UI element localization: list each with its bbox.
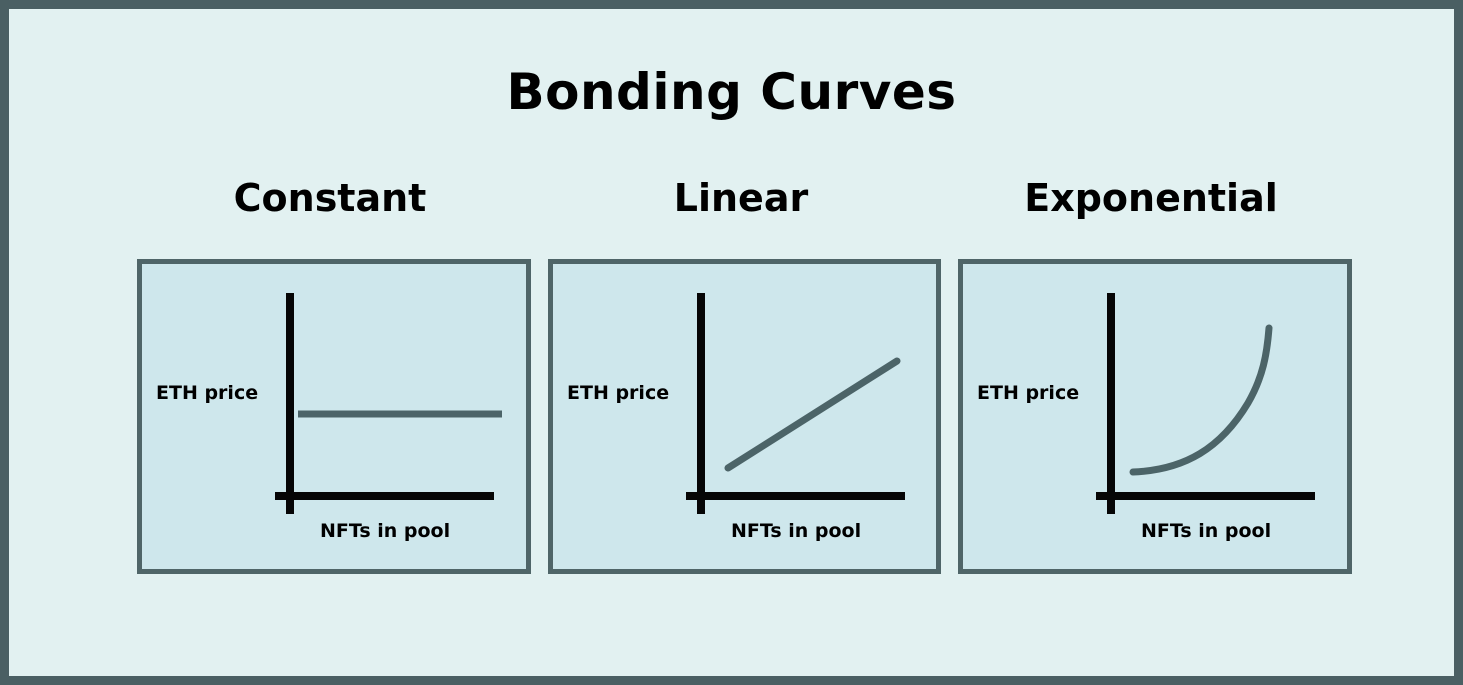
chart-panel-linear: ETH price NFTs in pool: [548, 259, 941, 574]
linear-curve: [724, 357, 901, 472]
y-axis-label: ETH price: [156, 382, 259, 404]
panel-heading-exponential: Exponential: [1024, 176, 1278, 220]
panel-heading-linear: Linear: [673, 176, 809, 220]
x-axis-label: NFTs in pool: [731, 520, 862, 542]
poster-canvas: Bonding Curves Constant ETH price NFTs i…: [9, 9, 1454, 676]
exponential-curve: [1129, 324, 1273, 476]
y-axis-label: ETH price: [567, 382, 670, 404]
chart-panel-exponential: ETH price NFTs in pool: [958, 259, 1352, 574]
chart-linear: [686, 293, 905, 514]
y-axis-label: ETH price: [977, 382, 1080, 404]
x-axis-label: NFTs in pool: [320, 520, 451, 542]
page-title: Bonding Curves: [506, 63, 957, 121]
chart-exponential: [1096, 293, 1315, 514]
chart-panel-constant: ETH price NFTs in pool: [137, 259, 531, 574]
x-axis-label: NFTs in pool: [1141, 520, 1272, 542]
panel-heading-constant: Constant: [233, 176, 427, 220]
chart-constant: [275, 293, 502, 514]
